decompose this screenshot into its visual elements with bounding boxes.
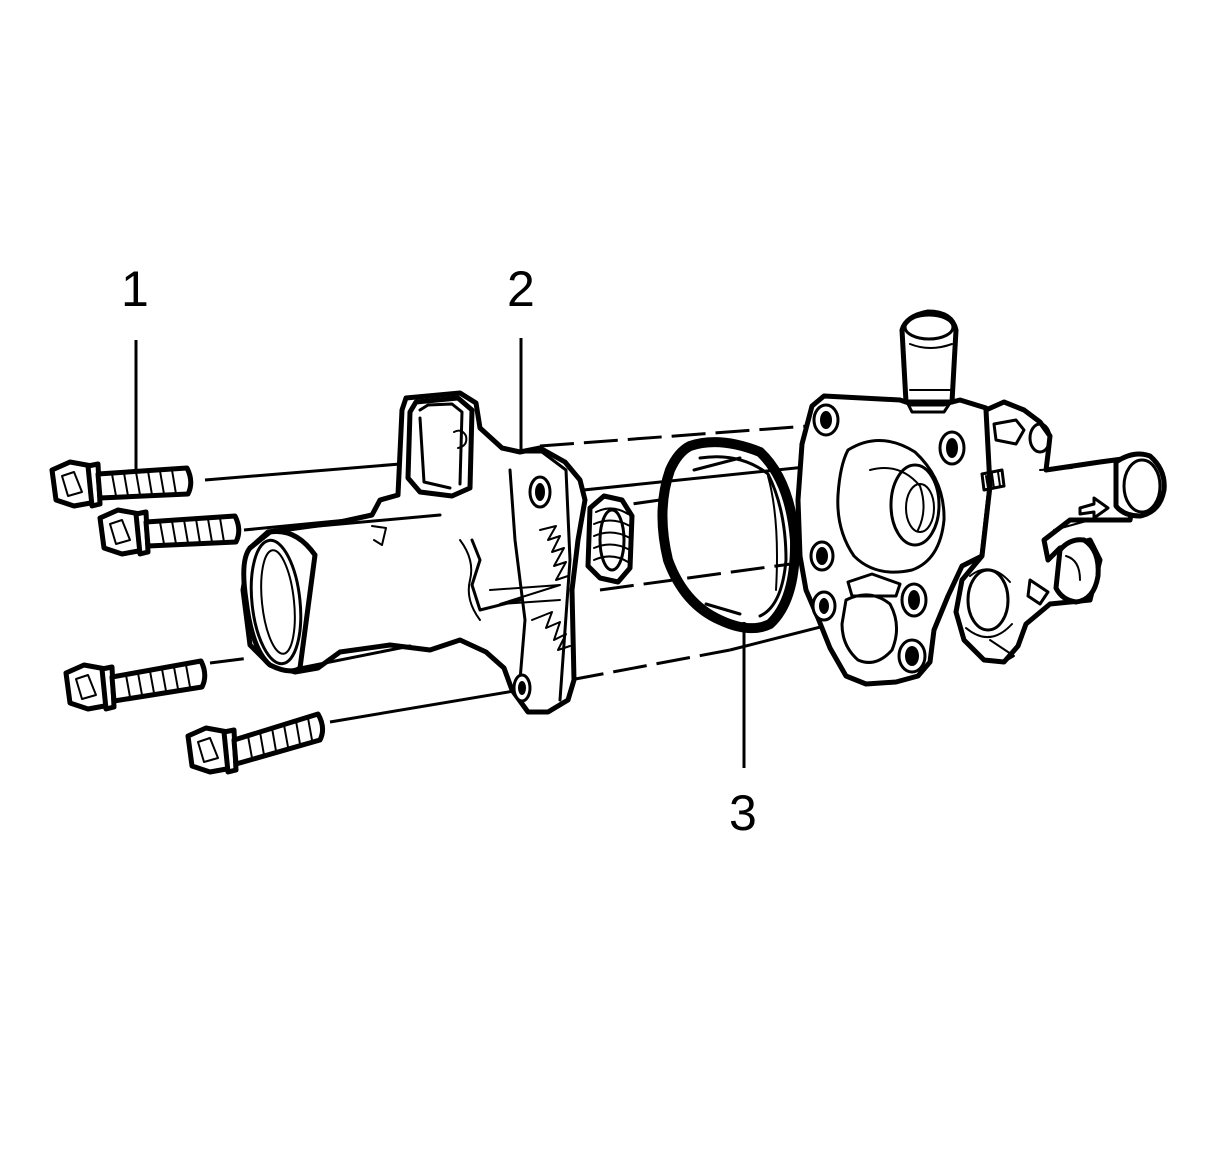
callout-2: 2 [507, 261, 535, 317]
callout-leaders [134, 338, 746, 768]
bolt-1 [49, 459, 194, 509]
callout-3: 3 [729, 785, 757, 841]
callout-1: 1 [121, 261, 149, 317]
bolt-2 [97, 507, 242, 557]
coolant-outlet-manifold [795, 309, 1167, 687]
seal-ring [657, 437, 801, 634]
bolt-3 [63, 658, 208, 712]
thermostat-spring [585, 493, 635, 585]
bolt-4 [185, 711, 326, 775]
thermostat-housing [240, 390, 588, 715]
